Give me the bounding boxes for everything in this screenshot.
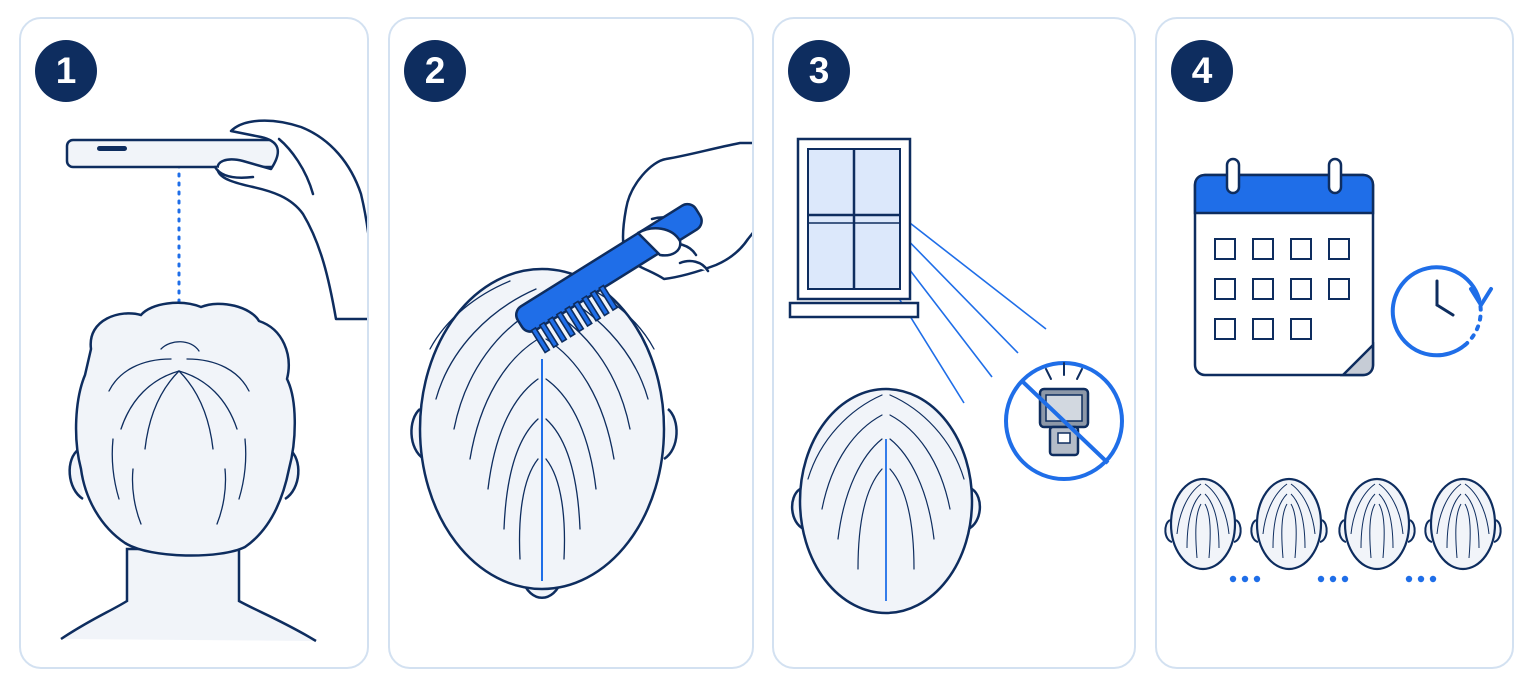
step-2-panel: 2 [388, 17, 754, 669]
step-4-panel: 4 [1155, 17, 1514, 669]
scalp-series-icon [1164, 477, 1502, 571]
hand-icon [213, 119, 367, 321]
step-2-illustration [410, 141, 752, 599]
step-1-panel: 1 [19, 17, 369, 669]
step-number-badge: 3 [788, 40, 850, 102]
step-4-illustration [1164, 157, 1502, 583]
step-number-badge: 4 [1171, 40, 1233, 102]
scalp-top-icon [791, 387, 981, 615]
calendar-icon [1193, 157, 1375, 377]
clock-repeat-icon [1390, 265, 1493, 358]
head-back-icon [60, 301, 317, 643]
step-number-badge: 2 [404, 40, 466, 102]
step-3-illustration [788, 137, 1124, 615]
ellipsis-icon [1229, 575, 1437, 583]
step-number-badge: 1 [35, 40, 97, 102]
step-3-panel: 3 [772, 17, 1136, 669]
no-flash-icon [1004, 361, 1124, 481]
window-icon [788, 137, 920, 319]
step-1-illustration [60, 119, 367, 643]
